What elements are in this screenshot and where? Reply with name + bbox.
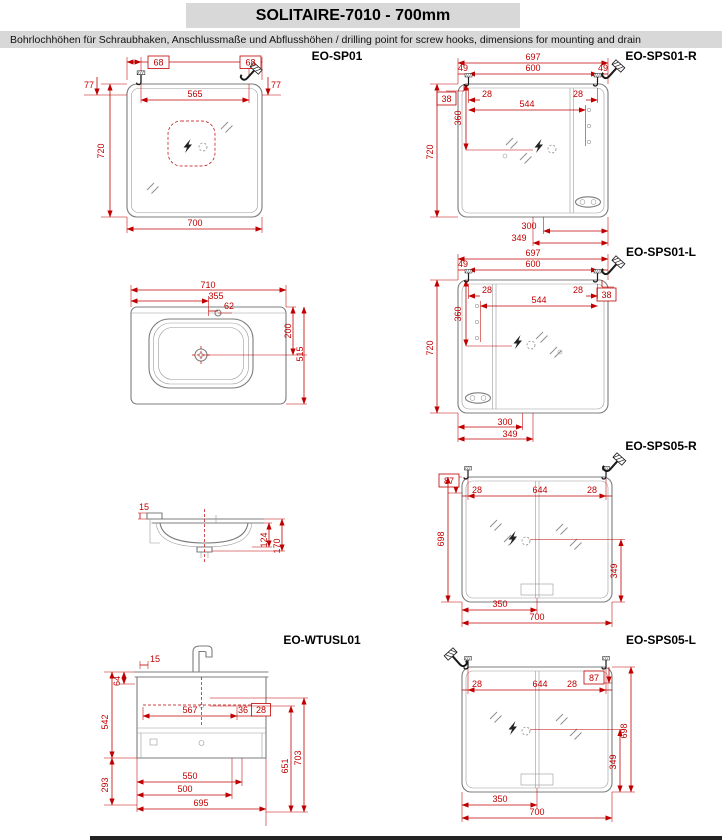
dimension-label: 15 — [150, 654, 160, 664]
dimension-label: 38 — [441, 94, 451, 104]
dimension-label: 350 — [492, 599, 507, 609]
dimension-label: 28 — [567, 679, 577, 689]
dimension-label: 644 — [532, 679, 547, 689]
dimension-label: 349 — [511, 233, 526, 243]
dimension-label: 644 — [532, 485, 547, 495]
dimension-label: 87 — [444, 476, 454, 486]
dimension-label: 293 — [100, 777, 110, 792]
dimension-label: 38 — [601, 290, 611, 300]
dimension-label: 710 — [200, 280, 215, 290]
dimension-label: 544 — [519, 99, 534, 109]
dimension-label: 698 — [436, 531, 446, 546]
dimension-label: 349 — [608, 754, 618, 769]
dimension-label: 300 — [497, 417, 512, 427]
dimension-label: 124 — [259, 532, 269, 547]
dimension-label: 360 — [453, 110, 463, 125]
drawing-eo-sp01: EO-SP01 68 68 77 77 565 720 700 — [84, 49, 363, 233]
dimension-label: 698 — [619, 723, 629, 738]
dimension-label: 170 — [272, 538, 282, 553]
dimension-label: 703 — [293, 750, 303, 765]
dimension-label: 720 — [425, 340, 435, 355]
drawing-title: EO-SPS01-R — [625, 49, 697, 63]
drawing-title: EO-SPS05-R — [625, 439, 697, 453]
dimension-label: 360 — [453, 306, 463, 321]
drawing-eo-sps05-r: EO-SPS05-R 87 28 644 28 698 349 350 700 — [436, 439, 697, 627]
dimension-label: 500 — [177, 784, 192, 794]
dimension-label: 720 — [425, 144, 435, 159]
dimension-label: 28 — [587, 485, 597, 495]
dimension-label: 349 — [609, 563, 619, 578]
dimension-label: 544 — [531, 295, 546, 305]
dimension-label: 542 — [100, 714, 110, 729]
dimension-label: 695 — [193, 798, 208, 808]
dimension-label: 77 — [84, 80, 94, 90]
dimension-label: 567 — [182, 705, 197, 715]
dimension-label: 49 — [458, 259, 468, 269]
dimension-label: 28 — [482, 89, 492, 99]
dimension-label: 68 — [153, 58, 163, 68]
dimension-label: 15 — [139, 502, 149, 512]
dimension-label: 64 — [112, 676, 122, 686]
dimension-label: 87 — [589, 673, 599, 683]
dimension-label: 68 — [245, 58, 255, 68]
dimension-label: 697 — [525, 52, 540, 62]
page-subtitle: Bohrlochhöhen für Schraubhaken, Anschlus… — [0, 31, 722, 48]
dimension-label: 36 — [238, 705, 248, 715]
dimension-label: 550 — [182, 771, 197, 781]
dimension-label: 700 — [529, 807, 544, 817]
drawing-title: EO-SP01 — [312, 49, 363, 63]
dimension-label: 349 — [502, 429, 517, 439]
dimension-label: 28 — [482, 285, 492, 295]
drawing-eo-sps05-l: EO-SPS05-L 28 644 28 87 698 349 350 700 — [443, 633, 696, 822]
dimension-label: 62 — [224, 301, 234, 311]
drawing-title: EO-SPS01-L — [626, 245, 696, 259]
dimension-label: 355 — [208, 291, 223, 301]
dimension-label: 49 — [598, 63, 608, 73]
dimension-label: 28 — [573, 89, 583, 99]
page-edge — [90, 836, 722, 840]
drawing-eo-sps01-l: EO-SPS01-L 697 49 600 28 28 38 360 544 720 300 349 — [425, 245, 696, 442]
dimension-label: 651 — [280, 758, 290, 773]
dimension-label: 720 — [96, 143, 106, 158]
dimension-label: 697 — [525, 248, 540, 258]
dimension-label: 600 — [525, 259, 540, 269]
dimension-label: 515 — [295, 346, 305, 361]
page-title: SOLITAIRE-7010 - 700mm — [186, 3, 520, 28]
drawing-title: EO-WTUSL01 — [283, 633, 361, 647]
drawing-title: EO-SPS05-L — [626, 633, 696, 647]
drawing-eo-sps01-r: EO-SPS01-R 697 49 600 49 38 28 28 360 544 720 300 34… — [425, 49, 697, 246]
dimension-label: 28 — [573, 285, 583, 295]
dimension-label: 77 — [271, 80, 281, 90]
dimension-label: 350 — [492, 794, 507, 804]
dimension-label: 300 — [521, 221, 536, 231]
dimension-label: 200 — [283, 323, 293, 338]
dimension-label: 28 — [472, 679, 482, 689]
dimension-label: 565 — [187, 89, 202, 99]
dimension-label: 28 — [472, 485, 482, 495]
dimension-label: 49 — [458, 63, 468, 73]
dimension-label: 700 — [529, 612, 544, 622]
dimension-label: 600 — [525, 63, 540, 73]
dimension-label: 700 — [187, 218, 202, 228]
dimension-label: 28 — [256, 705, 266, 715]
